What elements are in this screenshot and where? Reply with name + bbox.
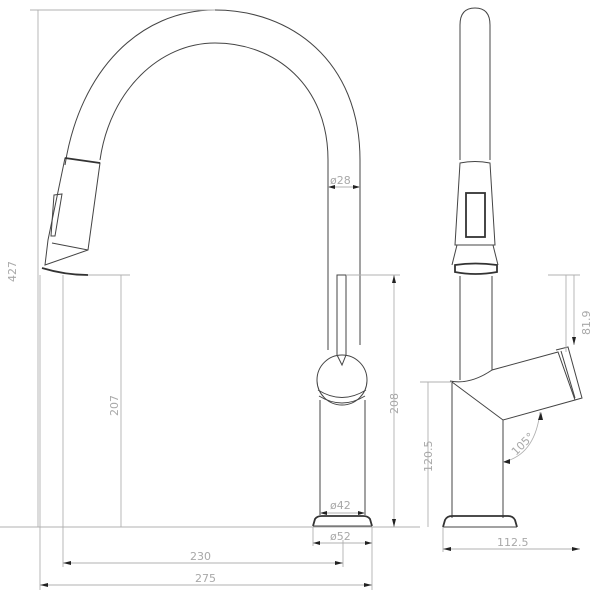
- spray-head-band: [51, 242, 89, 251]
- dim-base-diameter: ø52: [330, 530, 351, 543]
- dim-overall-width: 275: [195, 572, 216, 585]
- front-view: [0, 9, 420, 528]
- dim-spout-diameter: ø28: [330, 174, 351, 187]
- side-spray-face: [454, 262, 498, 275]
- spout-inner-curve: [99, 42, 329, 350]
- spray-button: [50, 193, 63, 237]
- side-dimensions: 81.9 120.5 105° 112.5: [420, 274, 593, 552]
- body-ball: [316, 354, 368, 406]
- dim-handle-angle: 105°: [509, 430, 537, 458]
- side-base: [442, 515, 518, 528]
- lever-handle: [336, 274, 347, 367]
- side-handle-cap: [555, 346, 583, 401]
- dim-spout-reach: 230: [190, 550, 211, 563]
- side-spray-button: [465, 192, 486, 238]
- dim-body-height: 120.5: [422, 441, 435, 473]
- side-handle: [449, 351, 576, 421]
- spray-face: [41, 267, 89, 276]
- spray-head-collar: [64, 157, 101, 164]
- body-ball-ring-2: [318, 395, 366, 404]
- base-plate: [312, 515, 373, 527]
- side-spray-head: [454, 161, 496, 246]
- dim-total-height: 427: [6, 261, 19, 282]
- dim-handle-length: 81.9: [580, 311, 593, 336]
- dim-outlet-height: 207: [108, 395, 121, 416]
- spout-outer-curve: [64, 9, 361, 345]
- dim-base-depth: 112.5: [497, 536, 529, 549]
- dim-lever-height: 208: [388, 393, 401, 414]
- side-view: [442, 7, 583, 528]
- front-dimensions: 427 207 208 ø28 ø42 ø52 230: [6, 9, 401, 590]
- dim-body-diameter: ø42: [330, 499, 351, 512]
- side-spout: [459, 7, 491, 160]
- body-ball-ring: [317, 389, 367, 398]
